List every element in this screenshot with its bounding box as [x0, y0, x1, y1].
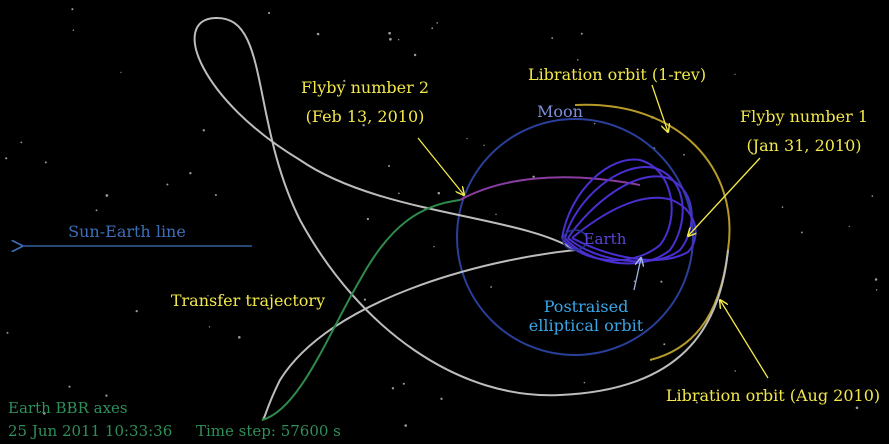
star	[593, 122, 596, 125]
star	[413, 53, 417, 57]
postraised-label-line2: elliptical orbit	[529, 316, 644, 335]
star	[577, 59, 579, 61]
earth-label: Earth	[584, 230, 627, 248]
star	[207, 294, 209, 297]
star	[135, 309, 138, 313]
timestamp-label: 25 Jun 2011 10:33:36	[8, 422, 172, 440]
star	[397, 39, 400, 41]
star	[583, 381, 586, 384]
star	[68, 385, 71, 388]
flyby2-title: Flyby number 2	[301, 78, 429, 97]
transfer-trajectory-label: Transfer trajectory	[171, 291, 325, 310]
star	[695, 401, 698, 404]
starfield	[5, 8, 878, 427]
star	[6, 331, 9, 334]
star	[202, 129, 206, 132]
flyby2-date: (Feb 13, 2010)	[306, 107, 425, 126]
star	[105, 394, 108, 397]
timestep-label: Time step: 57600 s	[196, 422, 341, 440]
flyby1-arrow	[688, 157, 761, 236]
star	[363, 298, 367, 301]
star	[580, 32, 583, 35]
star	[663, 343, 666, 346]
flyby2-arrow	[417, 137, 464, 195]
star	[120, 71, 122, 73]
star	[398, 192, 400, 195]
star	[44, 161, 47, 164]
postraised-label-line1: Postraised	[544, 297, 629, 316]
earth-ring	[562, 229, 588, 251]
star	[781, 206, 784, 208]
star	[875, 289, 878, 291]
star	[402, 382, 405, 385]
grey-trajectory	[193, 16, 729, 397]
star	[490, 286, 493, 288]
star	[734, 73, 736, 75]
star	[466, 137, 468, 140]
libration-1rev-label: Libration orbit (1-rev)	[528, 65, 706, 84]
star	[598, 73, 600, 75]
star	[214, 193, 217, 197]
grey-trajectory-lower	[261, 249, 576, 421]
star	[734, 370, 736, 372]
star	[268, 11, 271, 15]
star	[633, 280, 636, 283]
star	[431, 27, 434, 30]
flyby-arc	[459, 176, 641, 201]
green-transfer	[261, 199, 461, 421]
star	[362, 123, 365, 127]
star	[343, 79, 346, 83]
star	[388, 31, 391, 35]
star	[20, 141, 23, 144]
star	[189, 172, 192, 175]
sun-earth-line-label: Sun-Earth line	[68, 222, 186, 241]
star	[404, 424, 408, 427]
star	[366, 217, 370, 221]
star	[72, 29, 75, 31]
star	[42, 411, 46, 415]
flyby1-title: Flyby number 1	[740, 107, 868, 126]
star	[800, 231, 803, 234]
libration-orbit-arc	[574, 103, 731, 361]
star	[391, 387, 395, 390]
star	[105, 194, 109, 197]
libration-aug-label: Libration orbit (Aug 2010)	[666, 386, 880, 405]
star	[683, 153, 685, 156]
star	[433, 246, 435, 248]
star	[792, 115, 794, 118]
star	[848, 225, 850, 228]
star	[387, 164, 391, 168]
star	[389, 37, 392, 41]
star	[436, 22, 439, 24]
star	[316, 32, 320, 36]
star	[844, 142, 847, 144]
star	[238, 336, 241, 339]
postraised-arrow	[633, 258, 641, 291]
star	[551, 37, 554, 39]
star	[483, 144, 485, 147]
star	[532, 175, 535, 179]
star	[208, 326, 211, 328]
axes-label: Earth BBR axes	[8, 399, 128, 417]
star	[660, 280, 663, 283]
moon-label: Moon	[537, 102, 583, 121]
star	[69, 406, 72, 409]
star	[437, 191, 441, 195]
star	[874, 278, 878, 281]
star	[71, 8, 74, 11]
star	[166, 183, 169, 186]
star	[95, 209, 98, 212]
flyby1-date: (Jan 31, 2010)	[746, 136, 861, 155]
star	[871, 195, 874, 197]
libration-1rev-arrow	[651, 84, 668, 132]
star	[5, 157, 8, 160]
star	[495, 213, 497, 216]
libration-aug-arrow	[720, 300, 769, 379]
star	[440, 397, 443, 400]
star	[855, 406, 859, 410]
